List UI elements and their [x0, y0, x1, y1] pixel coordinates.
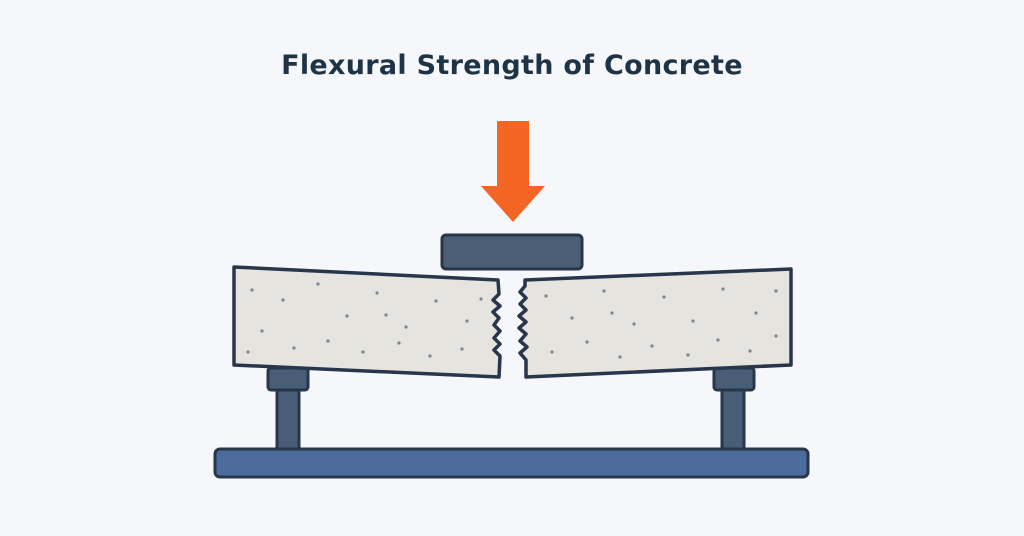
base-plate	[213, 447, 810, 479]
concrete-speckles-left	[246, 282, 483, 358]
loading-plate	[440, 233, 584, 271]
concrete-beam-left	[232, 265, 502, 379]
concrete-beam-right	[517, 267, 793, 379]
concrete-speckles-right	[544, 287, 778, 359]
down-arrow-icon	[481, 121, 545, 222]
left-support-cap	[266, 366, 310, 392]
right-support-post	[720, 388, 746, 452]
right-support-cap	[712, 366, 756, 392]
left-support-post	[275, 388, 301, 452]
diagram-title: Flexural Strength of Concrete	[281, 50, 743, 81]
